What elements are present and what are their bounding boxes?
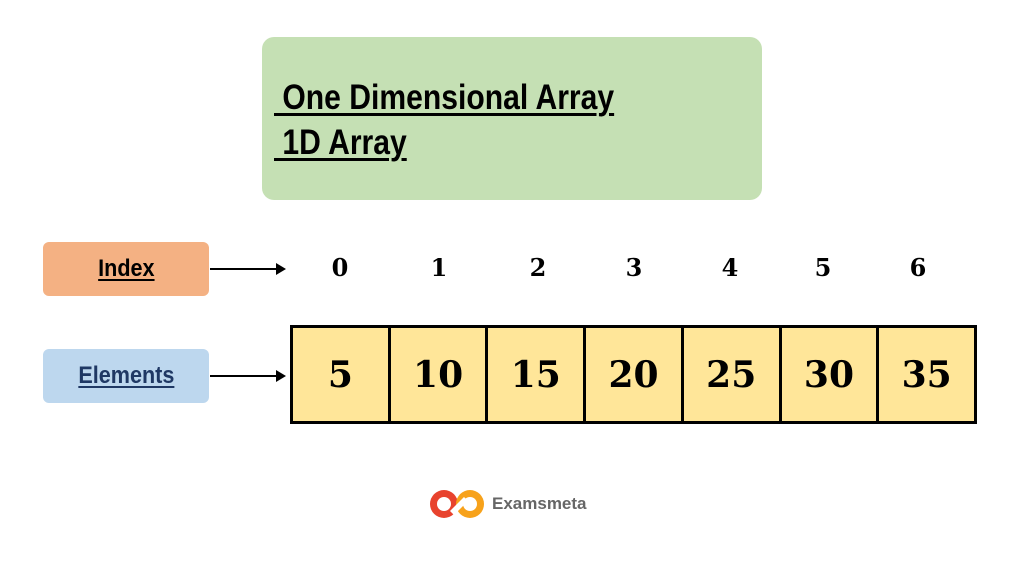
elements-label: Elements [77, 362, 175, 389]
index-label: Index [97, 255, 155, 282]
array-cell: 15 [488, 328, 587, 421]
title-panel [262, 37, 762, 200]
index-number: 1 [430, 253, 448, 282]
title-line-1: One Dimensional Array [274, 78, 615, 117]
index-label-box: Index [43, 242, 209, 296]
array-cell: 30 [781, 328, 880, 421]
array-cell: 5 [293, 328, 391, 421]
examsmeta-logo-icon [430, 490, 484, 518]
brand-name: Examsmeta [492, 494, 587, 513]
array-cell: 25 [683, 328, 782, 421]
title-line-2: 1D Array [274, 123, 407, 162]
array-cell: 10 [390, 328, 489, 421]
array-cell: 35 [879, 328, 975, 421]
array-row: 5 10 15 20 25 30 35 [290, 325, 977, 424]
index-number: 3 [625, 253, 643, 282]
index-number: 6 [909, 253, 927, 282]
index-number: 0 [331, 253, 349, 282]
index-number: 4 [721, 253, 739, 282]
index-arrow [210, 263, 286, 275]
array-cell: 20 [586, 328, 684, 421]
elements-arrow [210, 370, 286, 382]
index-number: 5 [814, 253, 832, 282]
index-number: 2 [529, 253, 547, 282]
elements-label-box: Elements [43, 349, 209, 403]
brand: Examsmeta [428, 487, 587, 521]
